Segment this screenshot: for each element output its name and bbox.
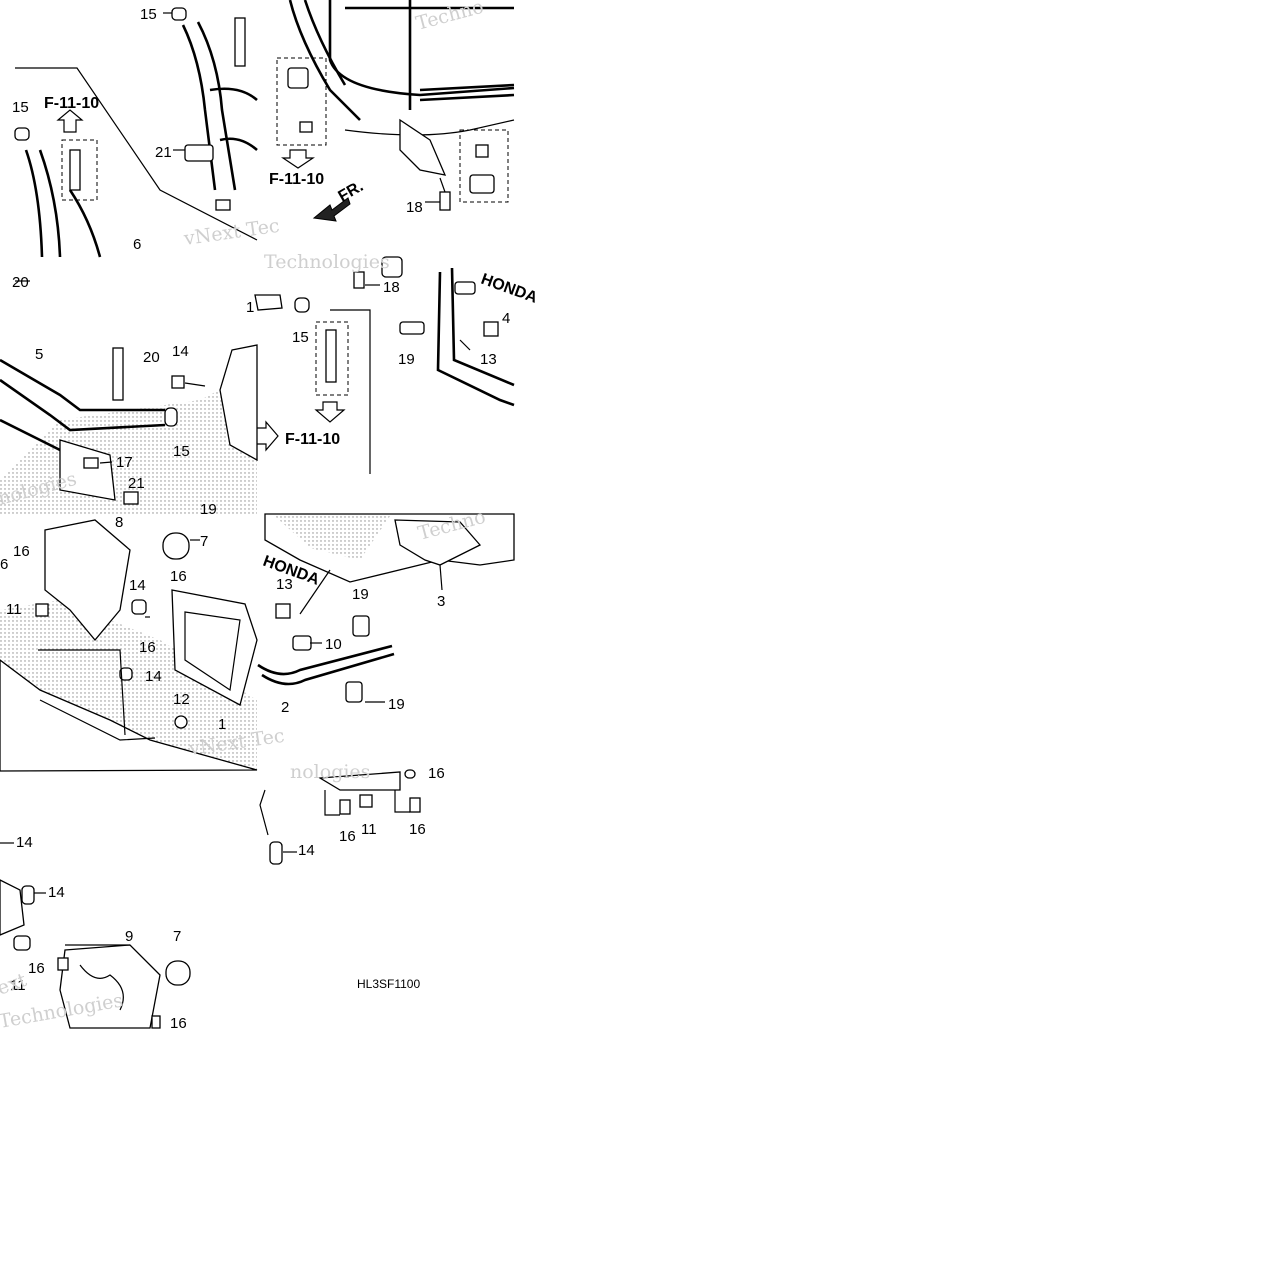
callout-12: 12 xyxy=(173,691,190,708)
callout-20: 20 xyxy=(143,349,160,366)
callout-19: 19 xyxy=(398,351,415,368)
ref-page-label: F-11-10 xyxy=(44,95,99,112)
callout-15: 15 xyxy=(173,443,190,460)
callout-7: 7 xyxy=(200,533,208,550)
callout-21: 21 xyxy=(128,475,145,492)
watermark-text: Techno xyxy=(414,0,486,35)
callout-15: 15 xyxy=(140,6,157,23)
watermark-text: Technologies xyxy=(264,251,390,273)
callout-6: 6 xyxy=(133,236,141,253)
callout-18: 18 xyxy=(406,199,423,216)
callout-19: 19 xyxy=(200,501,217,518)
callout-11: 11 xyxy=(10,977,26,994)
callout-13: 13 xyxy=(480,351,497,368)
callout-16: 16 xyxy=(13,543,30,560)
callout-19: 19 xyxy=(352,586,369,603)
tile-top-left xyxy=(14,7,258,258)
callout-17: 17 xyxy=(116,454,133,471)
watermark-text: vNext Tec xyxy=(182,215,281,250)
callout-18: 18 xyxy=(383,279,400,296)
callout-16: 16 xyxy=(170,568,187,585)
callout-5: 5 xyxy=(35,346,43,363)
callout-19: 19 xyxy=(388,696,405,713)
brand-logo-text: HONDA xyxy=(479,271,540,307)
callout-21: 21 xyxy=(155,144,172,161)
callout-2: 2 xyxy=(281,699,289,716)
watermark-text: ext xyxy=(0,969,30,1000)
tile-bottom-right xyxy=(259,769,421,865)
callout-6: 6 xyxy=(0,556,8,573)
callout-14: 14 xyxy=(16,834,33,851)
figure-code: HL3SF1100 xyxy=(357,977,420,991)
callout-1: 1 xyxy=(218,716,226,733)
front-direction-label: FR. xyxy=(336,178,367,206)
callout-15: 15 xyxy=(12,99,29,116)
callout-1: 1 xyxy=(246,299,254,316)
tile-lower-left xyxy=(0,519,258,772)
callout-14: 14 xyxy=(129,577,146,594)
tile-middle-right xyxy=(219,256,515,474)
tile-lower-right xyxy=(257,513,515,703)
callout-16: 16 xyxy=(139,639,156,656)
callout-16: 16 xyxy=(428,765,445,782)
callout-16: 16 xyxy=(170,1015,187,1032)
callout-11: 11 xyxy=(6,601,22,618)
callout-14: 14 xyxy=(298,842,315,859)
callout-16: 16 xyxy=(28,960,45,977)
callout-15: 15 xyxy=(292,329,309,346)
callout-11: 11 xyxy=(361,821,377,838)
tile-middle-left xyxy=(0,280,257,514)
callout-13: 13 xyxy=(276,576,293,593)
ref-page-label: F-11-10 xyxy=(285,431,340,448)
callout-14: 14 xyxy=(48,884,65,901)
watermark-text: nologies xyxy=(290,761,370,783)
callout-14: 14 xyxy=(145,668,162,685)
callout-3: 3 xyxy=(437,593,445,610)
callout-10: 10 xyxy=(325,636,342,653)
callout-7: 7 xyxy=(173,928,181,945)
tile-top-right xyxy=(276,0,515,222)
callout-8: 8 xyxy=(115,514,123,531)
tile-bottom-left xyxy=(0,842,191,1029)
callout-16: 16 xyxy=(339,828,356,845)
ref-page-label: F-11-10 xyxy=(269,171,324,188)
callout-14: 14 xyxy=(172,343,189,360)
callout-16: 16 xyxy=(409,821,426,838)
callout-20: 20 xyxy=(12,274,29,291)
callout-4: 4 xyxy=(502,310,510,327)
callout-9: 9 xyxy=(125,928,133,945)
